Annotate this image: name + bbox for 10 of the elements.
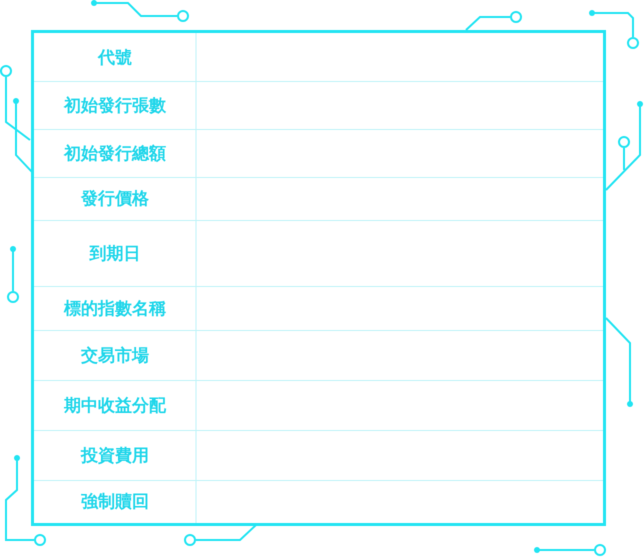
row-header: 初始發行總額 — [62, 142, 167, 166]
row-header: 投資費用 — [80, 444, 150, 468]
row-header: 到期日 — [88, 242, 142, 266]
row-header: 標的指數名稱 — [62, 298, 167, 320]
row-header: 發行價格 — [80, 188, 150, 211]
row-header: 期中收益分配 — [63, 394, 168, 418]
row-header: 強制贖回 — [80, 491, 150, 514]
row-header: 初始發行張數 — [62, 94, 167, 118]
row-header: 交易市場 — [80, 344, 150, 368]
row-header: 代號 — [96, 46, 133, 70]
